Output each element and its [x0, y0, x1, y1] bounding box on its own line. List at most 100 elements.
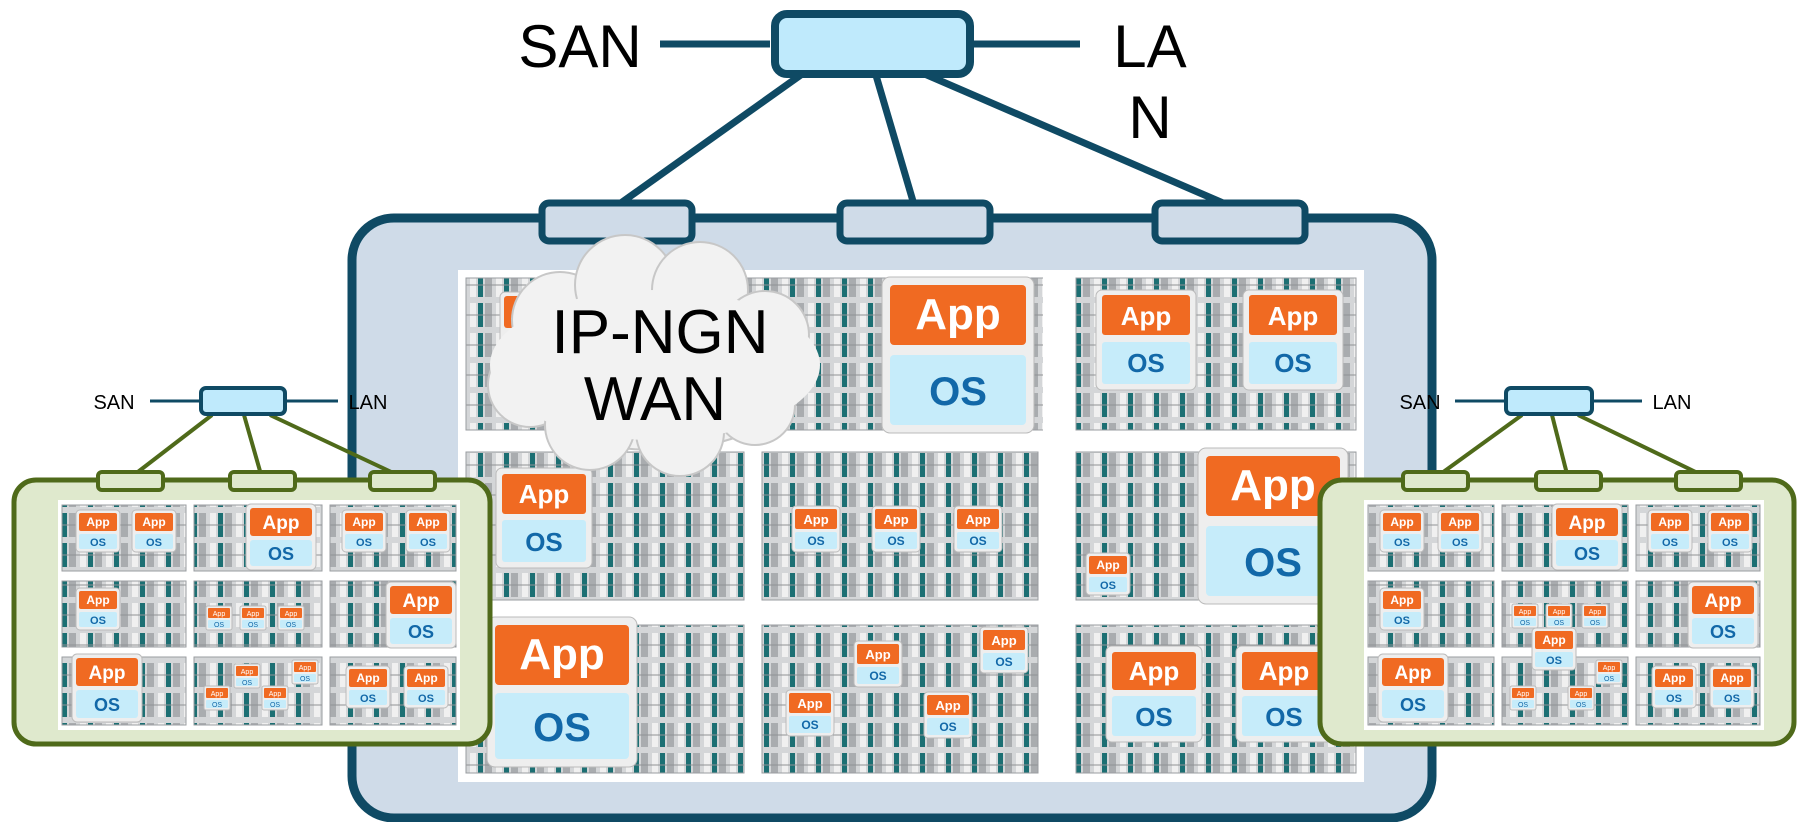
workload-card[interactable]: App OS — [881, 276, 1035, 434]
os-label: OS — [887, 534, 904, 548]
workload-card[interactable]: App OS — [979, 626, 1029, 674]
left-pod-san-label: SAN — [93, 392, 134, 414]
os-label: OS — [1710, 622, 1736, 642]
uplink-left-line — [615, 69, 808, 208]
os-label: OS — [1394, 537, 1410, 549]
os-label: OS — [1518, 702, 1528, 709]
os-label: OS — [268, 544, 294, 564]
app-label: App — [1259, 656, 1310, 686]
os-label: OS — [360, 693, 376, 705]
os-label: OS — [1100, 580, 1116, 592]
os-label: OS — [807, 534, 824, 548]
app-label: App — [883, 512, 908, 527]
os-label: OS — [1127, 348, 1165, 378]
left-pod-core-switch[interactable] — [199, 386, 287, 416]
app-label: App — [142, 515, 165, 529]
workload-card[interactable]: App OS — [853, 640, 903, 688]
right-pod-edge-switch[interactable] — [1534, 470, 1603, 492]
app-label: App — [1390, 593, 1413, 607]
right-pod-edge-switch[interactable] — [1674, 470, 1743, 492]
workload-card[interactable]: App OS — [495, 467, 593, 569]
workload-card[interactable]: App OS — [871, 505, 921, 553]
os-label: OS — [929, 370, 987, 414]
app-label: App — [865, 647, 890, 662]
workload-card[interactable]: App OS — [953, 505, 1003, 553]
main-edge-switch-right[interactable] — [1151, 199, 1309, 245]
workload-card[interactable]: App OS — [1105, 645, 1203, 743]
app-label: App — [935, 698, 960, 713]
app-label: App — [269, 691, 282, 698]
workload-card[interactable]: App OS — [1085, 552, 1131, 596]
right-pod-edge-switch[interactable] — [1401, 470, 1470, 492]
left-pod-edge-switch[interactable] — [96, 470, 165, 492]
right-pod-core-switch[interactable] — [1504, 386, 1594, 416]
workload-card[interactable]: App OS — [1095, 289, 1197, 391]
workload-card[interactable]: App OS — [1242, 289, 1344, 391]
workload-card[interactable]: App OS — [785, 689, 835, 737]
os-label: OS — [146, 537, 162, 549]
main-edge-switch-center[interactable] — [836, 199, 994, 245]
workload-card[interactable]: App OS — [486, 616, 638, 768]
app-label: App — [241, 669, 254, 676]
os-label: OS — [1400, 695, 1426, 715]
os-label: OS — [90, 537, 106, 549]
os-label: OS — [939, 720, 956, 734]
os-label: OS — [1520, 620, 1530, 627]
app-label: App — [1230, 461, 1316, 510]
workload-card[interactable]: App OS — [923, 691, 973, 739]
left-pod-edge-switch[interactable] — [368, 470, 437, 492]
left-pod-edge-switch[interactable] — [228, 470, 297, 492]
os-label: OS — [995, 655, 1012, 669]
os-label: OS — [1576, 702, 1586, 709]
workload-card[interactable]: App OS — [1197, 447, 1349, 605]
app-label: App — [1390, 515, 1413, 529]
os-label: OS — [270, 702, 280, 709]
os-label: OS — [248, 622, 258, 629]
app-label: App — [1705, 591, 1742, 612]
os-label: OS — [1574, 544, 1600, 564]
app-label: App — [89, 663, 126, 684]
app-label: App — [352, 515, 375, 529]
workload-card[interactable]: App OS — [791, 505, 841, 553]
main-core-switch[interactable] — [771, 10, 974, 78]
workload-card[interactable]: App OS — [1235, 645, 1333, 743]
ip-ngn-wan-cloud: IP-NGN WAN — [487, 234, 820, 477]
os-label: OS — [1666, 693, 1682, 705]
